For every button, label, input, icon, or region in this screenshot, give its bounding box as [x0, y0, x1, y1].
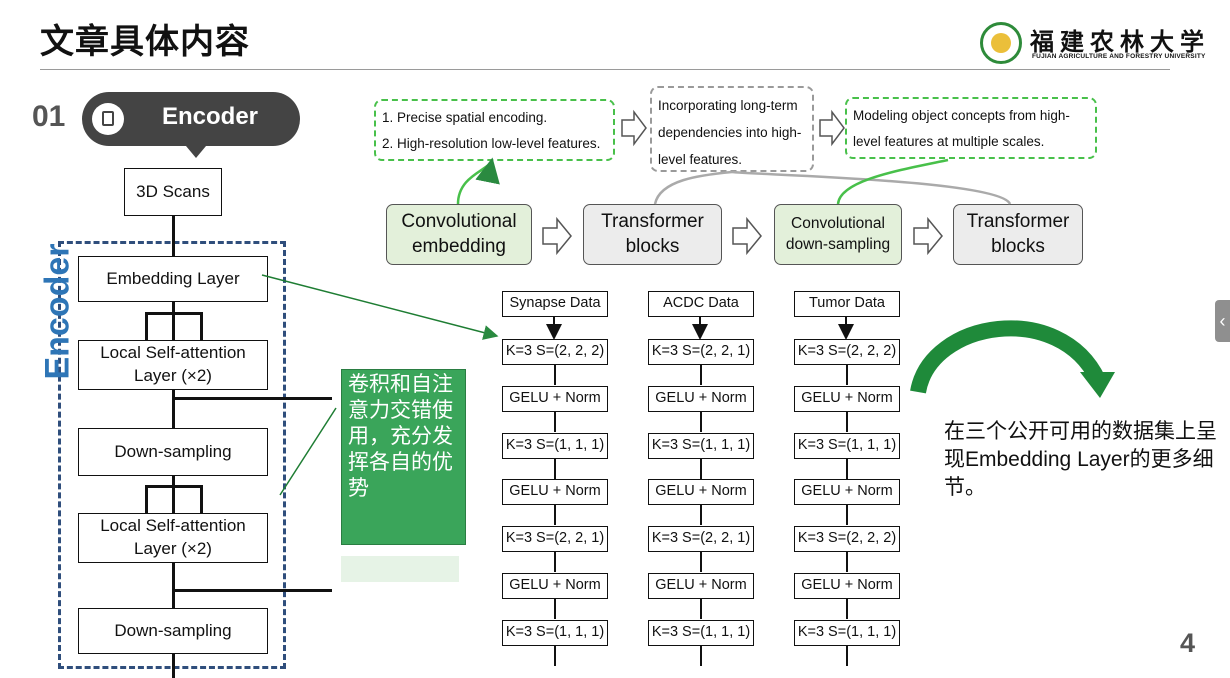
- curved-arrow-icon: [910, 320, 1106, 394]
- university-name-cn: 福建农林大学: [1030, 27, 1210, 56]
- description-text: 在三个公开可用的数据集上呈现Embedding Layer的更多细节。: [944, 420, 1217, 499]
- feature-text: level features.: [658, 152, 743, 167]
- feature-text: level features at multiple scales.: [853, 134, 1045, 149]
- flow-line: [200, 312, 203, 340]
- flow-arrow: [700, 458, 702, 479]
- block-3d-scans: 3D Scans: [124, 168, 222, 216]
- flow-arrow: [554, 458, 556, 479]
- hollow-arrow-icon: [542, 109, 943, 256]
- flow-arrow: [700, 411, 702, 432]
- module-conv-embedding: Convolutional embedding: [386, 204, 532, 265]
- dataset-layer-cell: K=3 S=(1, 1, 1): [794, 619, 900, 646]
- flow-arrow: [846, 599, 848, 619]
- flow-line: [172, 563, 175, 608]
- dataset-layer-cell: K=3 S=(1, 1, 1): [502, 619, 608, 646]
- flow-arrow: [846, 411, 848, 432]
- dataset-layer-cell: GELU + Norm: [648, 385, 754, 412]
- feature-box-transformer: Incorporating long-term dependencies int…: [650, 86, 814, 172]
- flow-line: [172, 654, 175, 678]
- flow-line: [172, 216, 175, 256]
- flow-arrow: [846, 645, 848, 666]
- flow-line: [172, 312, 175, 340]
- flow-arrow: [554, 645, 556, 666]
- flow-line: [145, 485, 148, 513]
- flow-arrow: [700, 645, 702, 666]
- dataset-layer-cell: K=3 S=(2, 2, 1): [502, 526, 608, 553]
- feature-text: Incorporating long-term: [658, 98, 798, 113]
- flow-arrow: [554, 599, 556, 619]
- title-divider: [40, 69, 1170, 70]
- block-embedding-layer: Embedding Layer: [78, 256, 268, 302]
- dataset-layer-cell: GELU + Norm: [502, 385, 608, 412]
- section-number: 01: [32, 100, 66, 133]
- dataset-layer-cell: K=3 S=(2, 2, 2): [794, 339, 900, 365]
- slide-title: 文章具体内容: [40, 23, 250, 61]
- flow-arrow: [554, 411, 556, 432]
- dataset-header: Synapse Data: [502, 291, 608, 317]
- flow-arrow: [846, 458, 848, 479]
- block-local-self-attention: Local Self-attention Layer (×2): [78, 513, 268, 563]
- dataset-layer-cell: K=3 S=(2, 2, 2): [794, 526, 900, 553]
- dataset-layer-cell: K=3 S=(1, 1, 1): [648, 619, 754, 646]
- dataset-layer-cell: K=3 S=(2, 2, 1): [648, 526, 754, 553]
- skip-connection: [172, 397, 332, 400]
- feature-box-downsampling: Modeling object concepts from high- leve…: [845, 97, 1097, 159]
- flow-arrow: [700, 365, 702, 385]
- flow-line: [172, 302, 175, 314]
- dataset-layer-cell: GELU + Norm: [648, 573, 754, 599]
- note-shadow: [341, 556, 459, 582]
- flow-line: [200, 485, 203, 513]
- note-box: 卷积和自注意力交错使用，充分发挥各自的优势: [341, 369, 466, 545]
- dataset-layer-cell: GELU + Norm: [502, 573, 608, 599]
- dataset-layer-cell: K=3 S=(1, 1, 1): [794, 432, 900, 459]
- dataset-layer-cell: GELU + Norm: [648, 479, 754, 506]
- flow-line: [172, 485, 175, 513]
- flow-arrow: [700, 599, 702, 619]
- module-transformer-blocks: Transformer blocks: [953, 204, 1083, 265]
- clipboard-icon: [92, 103, 124, 135]
- dataset-header: ACDC Data: [648, 291, 754, 317]
- block-down-sampling: Down-sampling: [78, 608, 268, 654]
- flow-arrow: [846, 552, 848, 573]
- block-local-self-attention: Local Self-attention Layer (×2): [78, 340, 268, 390]
- dataset-arrows: [546, 317, 854, 340]
- dataset-layer-cell: K=3 S=(2, 2, 2): [502, 339, 608, 365]
- feature-text: 2. High-resolution low-level features.: [382, 136, 601, 151]
- flow-line: [172, 390, 175, 428]
- module-transformer-blocks: Transformer blocks: [583, 204, 722, 265]
- flow-line: [145, 312, 148, 340]
- section-pill: Encoder: [82, 92, 300, 158]
- block-down-sampling: Down-sampling: [78, 428, 268, 476]
- dataset-header: Tumor Data: [794, 291, 900, 317]
- module-conv-downsampling: Convolutional down-sampling: [774, 204, 902, 265]
- skip-connection: [172, 589, 332, 592]
- dataset-layer-cell: K=3 S=(1, 1, 1): [502, 432, 608, 459]
- university-seal-icon: [980, 22, 1022, 64]
- dataset-layer-cell: GELU + Norm: [502, 479, 608, 506]
- dataset-layer-cell: K=3 S=(1, 1, 1): [648, 432, 754, 459]
- section-label: Encoder: [162, 103, 259, 130]
- flow-arrow: [554, 505, 556, 526]
- flow-arrow: [846, 365, 848, 385]
- dataset-layer-cell: K=3 S=(2, 2, 1): [648, 339, 754, 365]
- chevron-left-icon[interactable]: ‹: [1215, 300, 1230, 342]
- flow-arrow: [700, 552, 702, 573]
- flow-arrow: [700, 505, 702, 526]
- feature-text: Modeling object concepts from high-: [853, 108, 1070, 123]
- university-name-en: FUJIAN AGRICULTURE AND FORESTRY UNIVERSI…: [1032, 53, 1206, 60]
- dataset-layer-cell: GELU + Norm: [794, 573, 900, 599]
- flow-line: [172, 476, 175, 486]
- feature-text: dependencies into high-: [658, 125, 802, 140]
- page-number: 4: [1180, 628, 1196, 658]
- flow-arrow: [846, 505, 848, 526]
- feature-text: 1. Precise spatial encoding.: [382, 110, 548, 125]
- dataset-layer-cell: GELU + Norm: [794, 385, 900, 412]
- flow-arrow: [554, 552, 556, 573]
- dataset-layer-cell: GELU + Norm: [794, 479, 900, 506]
- flow-arrow: [554, 365, 556, 385]
